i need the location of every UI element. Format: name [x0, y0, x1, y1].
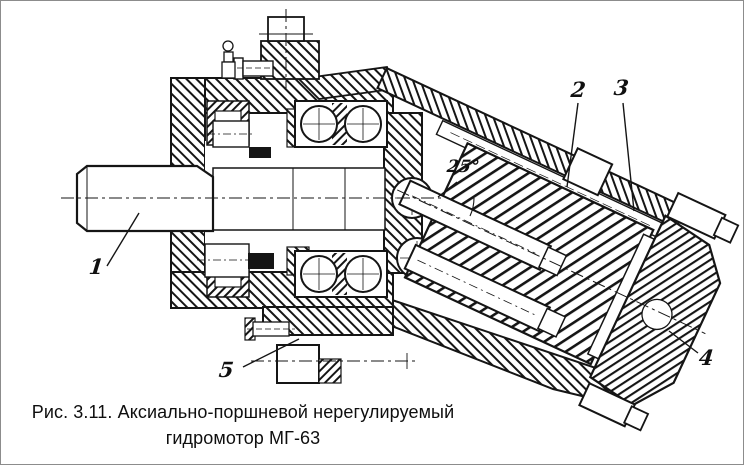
end-cap-port-lower: [578, 382, 650, 432]
bottom-drain-fitting: [244, 306, 419, 384]
part-label-3: 3: [612, 75, 630, 100]
piston-upper: [398, 179, 568, 277]
part-label-2: 2: [569, 77, 587, 102]
part-label-1: 1: [87, 254, 105, 279]
angle-dimension: [437, 181, 475, 217]
tilted-axis-centerline: [397, 189, 706, 335]
angle-annotation: 25°: [445, 157, 481, 177]
part-label-4: 4: [697, 345, 715, 370]
coupling-and-seals: [197, 120, 274, 278]
caption-line-2: гидромотор МГ-63: [165, 427, 321, 448]
caption-line-1: Рис. 3.11. Аксиально-поршневой нерегулир…: [31, 402, 455, 422]
figure-caption: Рис. 3.11. Аксиально-поршневой нерегулир…: [15, 400, 471, 451]
top-port-fitting: [233, 9, 320, 89]
part-label-5: 5: [217, 357, 235, 382]
grease-nipple: [221, 40, 236, 79]
piston-lower: [403, 243, 567, 338]
tilted-cylinder-block-assembly: [376, 66, 740, 432]
ball-bearings: [206, 100, 388, 298]
end-cap-port-upper: [665, 191, 740, 244]
